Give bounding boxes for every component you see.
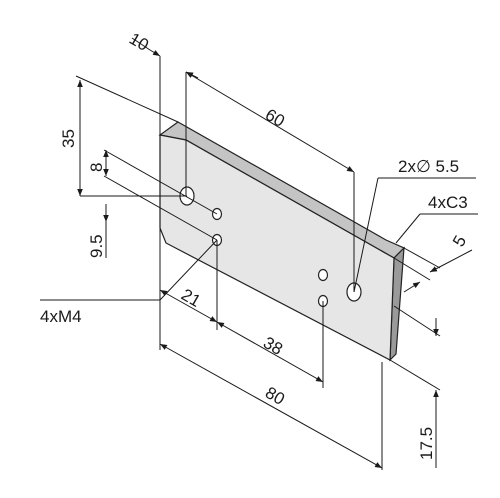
dimension-lines [40, 37, 478, 470]
dim-17-5: 17.5 [417, 427, 436, 460]
dim-9-5: 9.5 [87, 234, 106, 258]
dim-10: 10 [126, 29, 152, 55]
plate-front-face [159, 134, 395, 361]
dim-21: 21 [178, 285, 204, 311]
dim-80: 80 [262, 383, 288, 409]
dim-35: 35 [59, 129, 78, 148]
dim-60: 60 [262, 105, 288, 131]
hole-diameter-callout: 2x∅ 5.5 [398, 157, 459, 176]
plate [158, 121, 406, 362]
dim-5: 5 [449, 232, 470, 250]
dim-8: 8 [87, 163, 106, 172]
dim-38: 38 [260, 333, 286, 359]
chamfer-callout: 4xC3 [428, 193, 468, 212]
tap-callout: 4xM4 [40, 307, 82, 326]
tapped-hole-3 [317, 268, 329, 282]
